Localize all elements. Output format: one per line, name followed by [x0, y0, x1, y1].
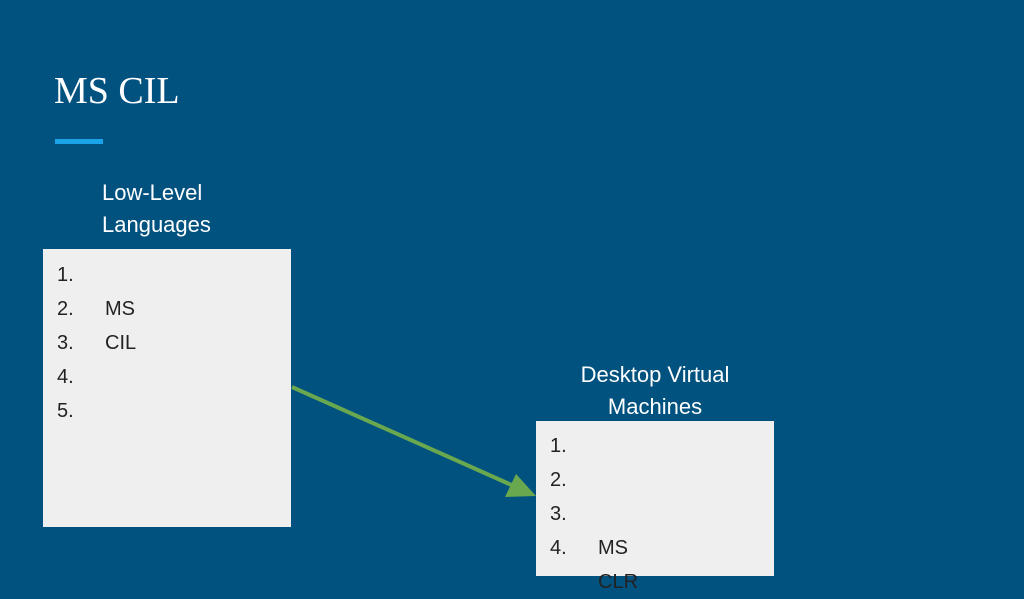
- title-accent-bar: [55, 139, 103, 144]
- slide-title: MS CIL: [54, 70, 180, 112]
- list-item-text: MS CIL: [105, 298, 137, 354]
- list-item-number: 2.: [550, 469, 567, 491]
- connector-line: [291, 385, 517, 489]
- list-item-number: 1.: [550, 435, 567, 457]
- list-item-number: 4.: [550, 537, 567, 559]
- list-item-number: 4.: [57, 366, 74, 388]
- list-item-number: 3.: [550, 503, 567, 525]
- low-level-languages-box: [43, 249, 291, 527]
- list-item-number: 5.: [57, 400, 74, 422]
- desktop-virtual-machines-box: [536, 421, 774, 576]
- caption-line: Languages: [102, 212, 211, 237]
- caption-line: Low-Level: [102, 180, 203, 205]
- list-item-text: MS CLR: [598, 537, 639, 593]
- caption-line: Desktop Virtual: [580, 362, 730, 387]
- list-item-number: 2.: [57, 298, 74, 320]
- arrowhead-icon: [505, 474, 536, 497]
- caption-desktop-virtual-machines: Desktop Virtual Machines: [540, 359, 770, 423]
- list-item-number: 3.: [57, 332, 74, 354]
- caption-low-level-languages: Low-Level Languages: [102, 177, 302, 241]
- caption-line: Machines: [607, 394, 703, 419]
- list-item-number: 1.: [57, 264, 74, 286]
